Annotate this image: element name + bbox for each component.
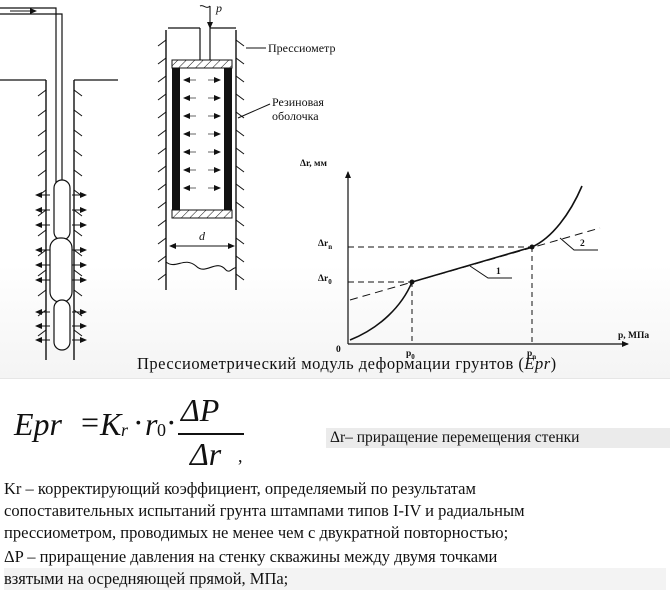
tick-dr-n: Δrn bbox=[318, 239, 332, 251]
formula-lhs: Epr bbox=[14, 406, 62, 442]
formula-fraction-bar bbox=[178, 433, 244, 435]
formula-denominator: Δr bbox=[190, 436, 222, 472]
label-pressiometer: Прессиометр bbox=[268, 41, 335, 55]
figure-caption: Прессиометрический модуль деформации гру… bbox=[137, 354, 557, 373]
label-rubber-line2: оболочка bbox=[272, 109, 319, 123]
tick-origin: 0 bbox=[336, 345, 341, 355]
formula-r-sub: 0 bbox=[157, 420, 166, 440]
formula-r: r bbox=[145, 406, 158, 442]
formula-dot-1: · bbox=[133, 404, 144, 440]
axis-y-label: Δr, мм bbox=[300, 159, 328, 169]
label-d: d bbox=[199, 229, 206, 243]
tick-p0: p0 bbox=[406, 349, 415, 361]
label-rubber-line1: Резиновая bbox=[272, 95, 324, 109]
formula-comma: , bbox=[238, 446, 243, 466]
curve-label-2: 2 bbox=[580, 239, 585, 249]
curve-label-1: 1 bbox=[496, 267, 501, 277]
pressiometer-figure: p Прессиометр Резиновая оболочка d bbox=[37, 1, 335, 337]
formula-numerator: ΔP bbox=[181, 392, 220, 428]
formula-k-sub: r bbox=[121, 420, 129, 440]
deformation-graph: 1 2 Δr, мм p, МПа Δrn Δr0 0 p0 pn bbox=[300, 159, 649, 361]
label-p: p bbox=[215, 1, 222, 15]
paragraph-line-3: прессиометром, проводимых не менее чем с… bbox=[4, 523, 509, 542]
formula-equals: = bbox=[81, 404, 100, 440]
diagram-panel: p Прессиометр Резиновая оболочка d 1 bbox=[0, 0, 670, 379]
formula-dot-2: · bbox=[166, 404, 177, 440]
paragraph-line-1: Kr – корректирующий коэффициент, определ… bbox=[4, 479, 476, 498]
formula-k: K bbox=[100, 406, 122, 442]
definition-delta-r: Δr– приращение перемещения стенки bbox=[326, 428, 670, 448]
tick-pn: pn bbox=[527, 349, 536, 361]
borehole-figure bbox=[0, 7, 118, 360]
tick-dr-0: Δr0 bbox=[318, 274, 332, 286]
paragraph-line-5: взятыми на осредняющей прямой, МПа; bbox=[4, 568, 666, 590]
paragraph-line-4: ΔP – приращение давления на стенку скваж… bbox=[4, 547, 498, 566]
diagram-svg: p Прессиометр Резиновая оболочка d 1 bbox=[0, 1, 649, 361]
axis-x-label: p, МПа bbox=[618, 331, 649, 341]
paragraph-line-2: сопоставительных испытаний грунта штампа… bbox=[4, 501, 525, 520]
